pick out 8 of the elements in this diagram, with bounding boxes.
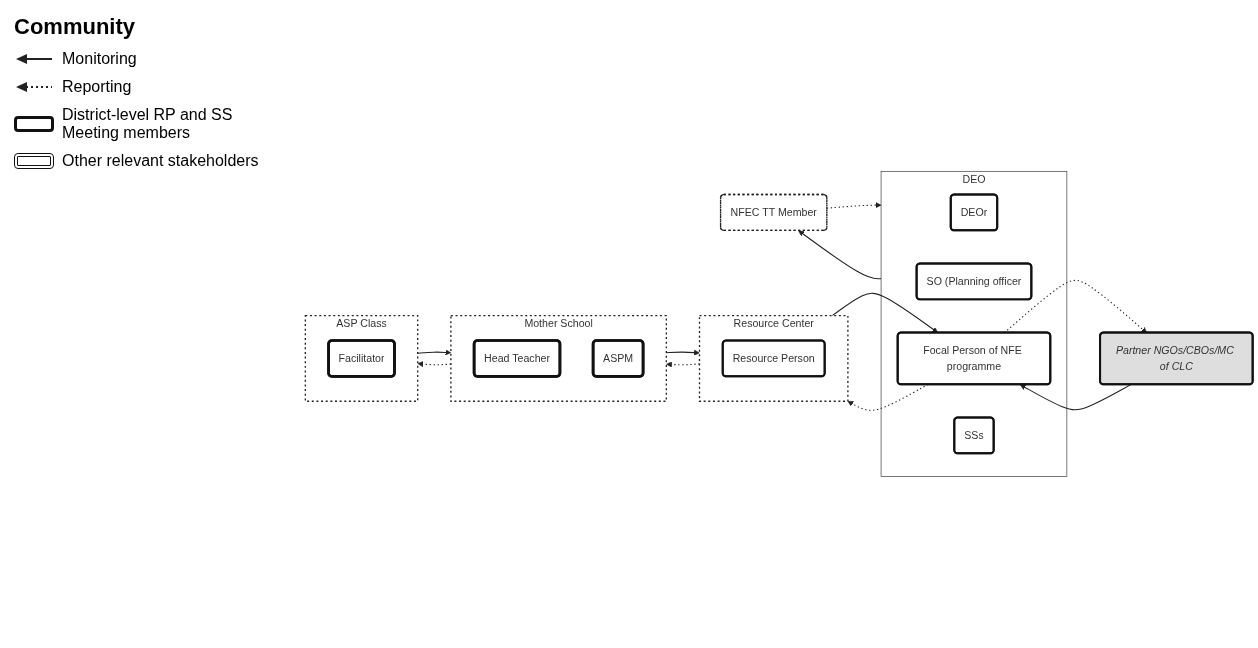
arrow <box>831 292 938 333</box>
legend-text: Reporting <box>62 78 132 96</box>
region-label: Community <box>14 14 136 40</box>
arrow <box>1019 384 1132 411</box>
legend-text: Monitoring <box>62 50 137 68</box>
legend-text: District-level RP and SS Meeting members <box>62 106 234 142</box>
arrow <box>798 230 882 280</box>
legend-text: Other relevant stakeholders <box>62 152 259 170</box>
